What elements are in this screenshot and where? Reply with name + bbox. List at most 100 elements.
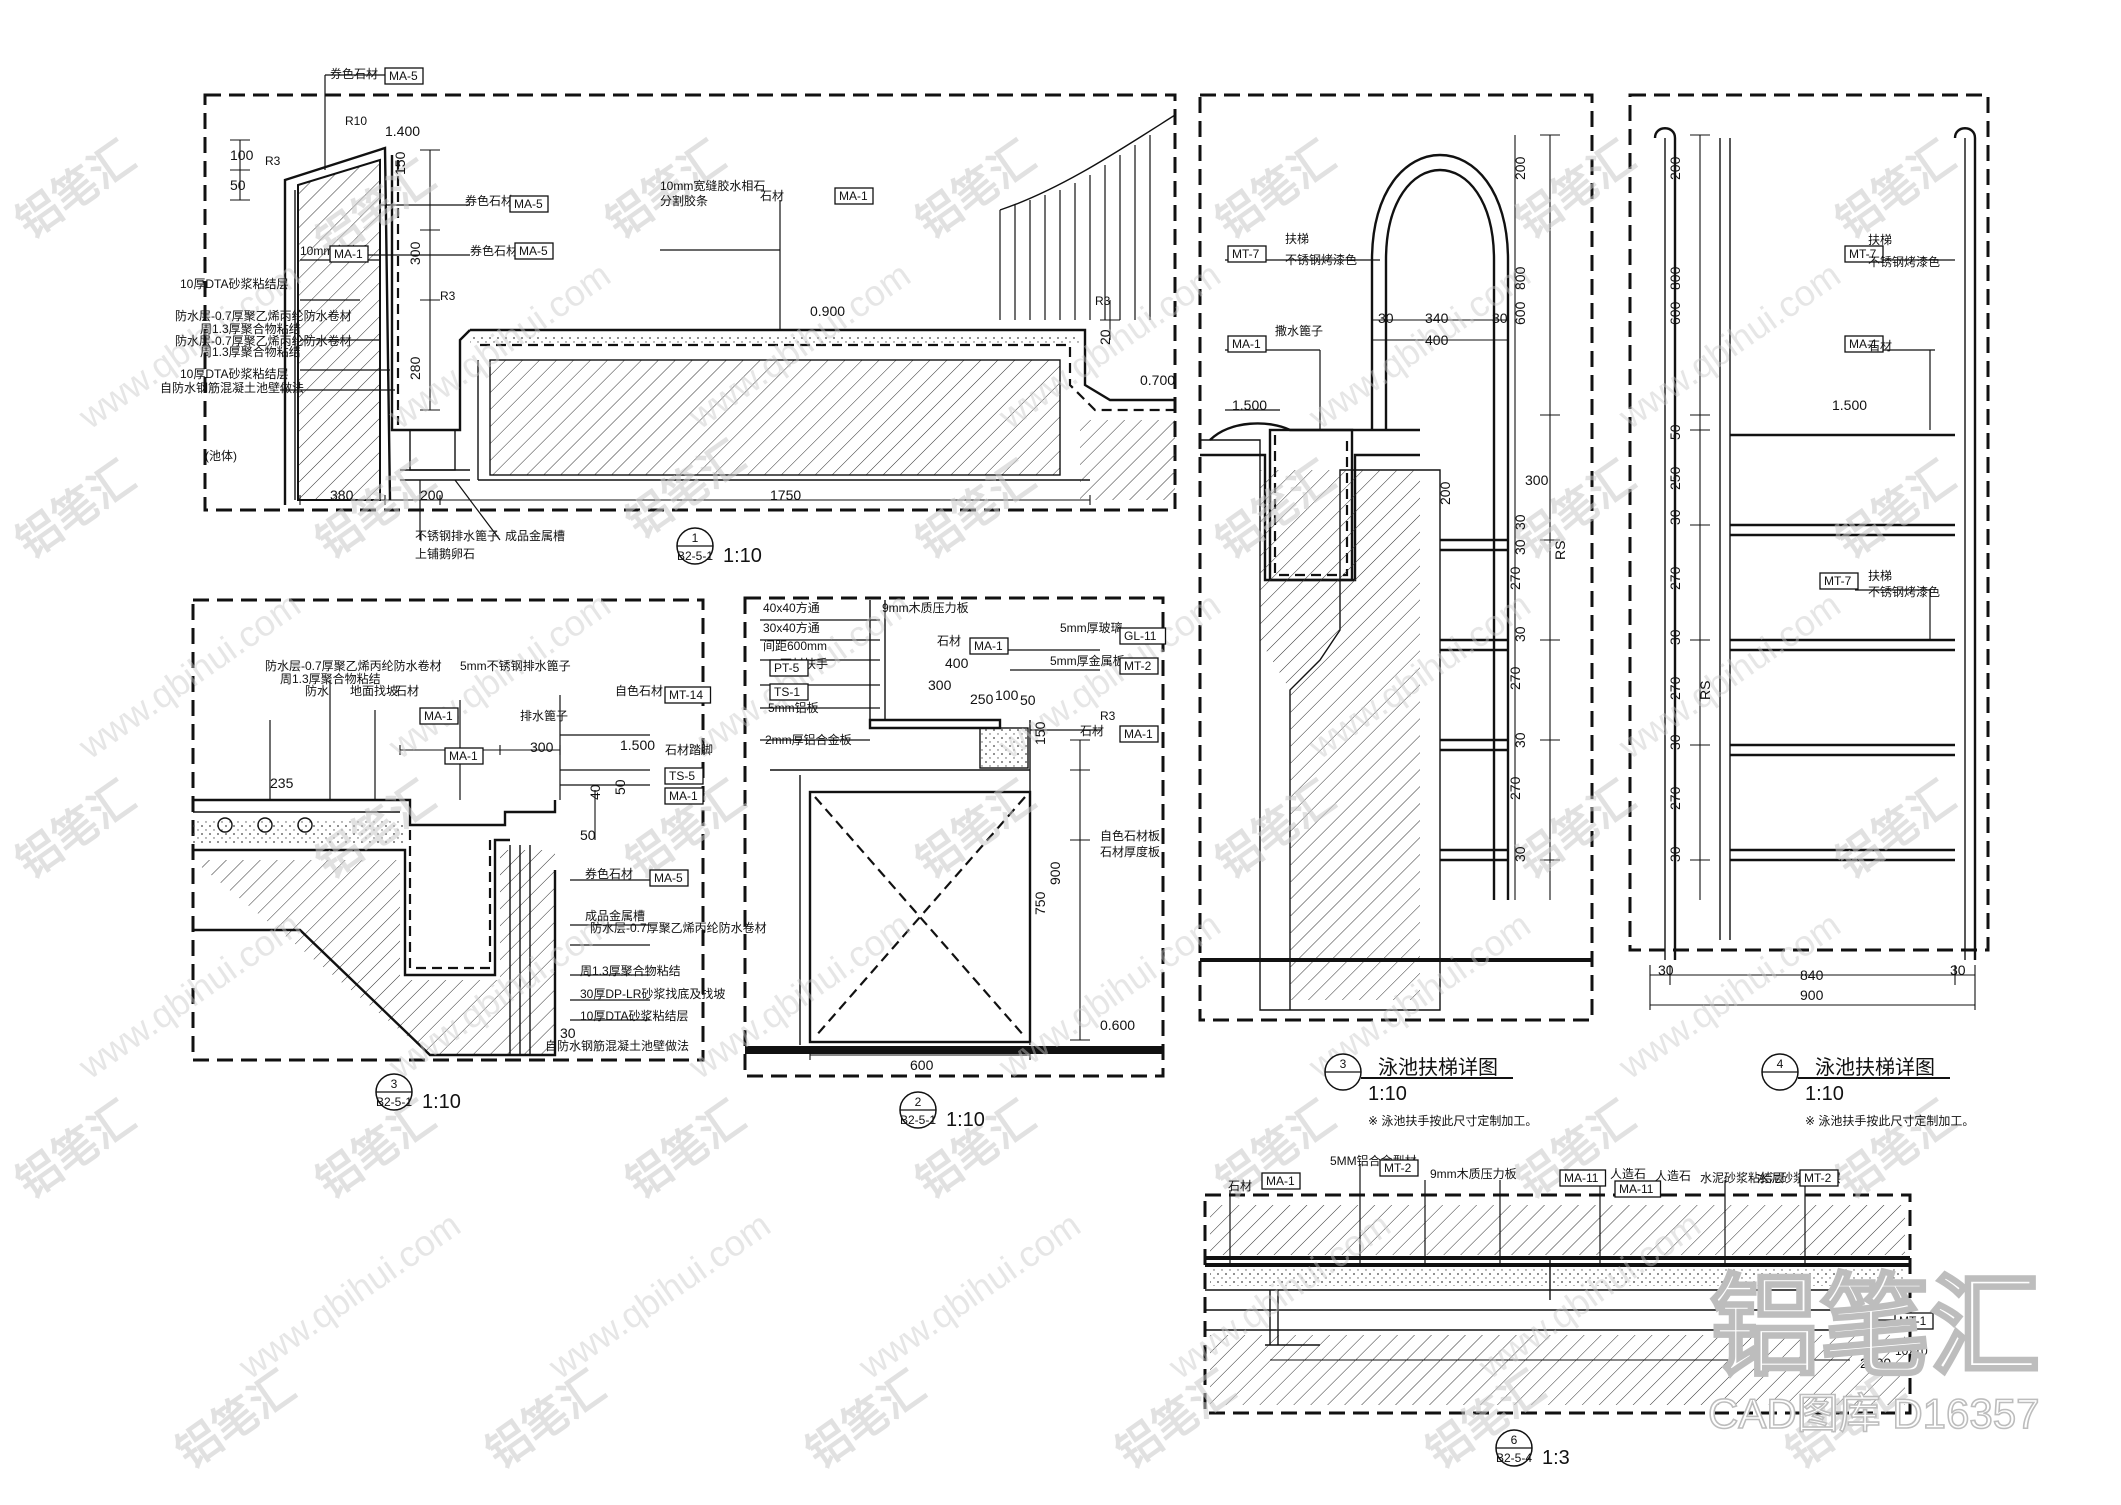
detail-scale: 1:3	[1542, 1447, 1570, 1469]
material-tag: MA-1	[1119, 725, 1159, 743]
dimension-label: 200	[1512, 156, 1528, 180]
dimension-label: 270	[1667, 676, 1683, 700]
ladder-elevation-detail	[1628, 93, 1990, 1010]
note-label: 防水层-0.7厚聚乙烯丙纶防水卷材	[175, 308, 352, 323]
dimension-label: 400	[1425, 332, 1449, 348]
dimension-label: 1.400	[385, 123, 420, 139]
detail-2-frame	[743, 596, 1165, 1078]
dimension-label: 200	[1667, 156, 1683, 180]
dimension-label: 30	[1512, 846, 1528, 862]
note-label: 5mm厚玻璃	[1060, 621, 1123, 635]
note-label: 防水层-0.7厚聚乙烯丙纶防水卷材	[590, 920, 767, 935]
note-label: 10x10	[1895, 1344, 1928, 1358]
note-label: 40x40方通	[763, 600, 820, 615]
material-tag: MA-1	[834, 187, 874, 205]
material-tag: MA-1	[329, 245, 369, 263]
dimension-label: 8	[0, 0, 8, 3]
watermark-url: www.qbihui.com	[1610, 254, 1847, 437]
catalog-number: CAD图库 D16357	[1708, 1390, 2039, 1437]
material-tag: MT-2	[1119, 657, 1159, 675]
dimension-label: 40	[587, 784, 603, 800]
note-label: 撒水篦子	[1275, 323, 1323, 338]
note-label: 扶梯	[1285, 231, 1309, 246]
watermark-brand: 铝笔汇	[1208, 132, 1344, 248]
dimension-label: 30	[1658, 962, 1674, 978]
material-tag: MA-11	[1614, 1180, 1662, 1198]
dimension-label: 340	[1425, 310, 1449, 326]
watermark-brand: 铝笔汇	[1508, 132, 1644, 248]
callout-sheet: B2-5-1	[900, 1113, 936, 1127]
dimension-label: 100	[995, 687, 1019, 703]
ladder-section-frame	[1198, 93, 1594, 1022]
ladder-elevation-frame	[1628, 93, 1990, 952]
note-label: 10mm宽缝胶水相石	[660, 178, 765, 193]
material-tag: MT-7	[1844, 245, 1884, 263]
material-tag: MA-11	[1559, 1169, 1607, 1187]
dimension-label: 30	[1667, 629, 1683, 645]
dimension-label: 270	[1507, 776, 1523, 800]
material-tag: TS-1	[769, 683, 809, 701]
material-tag: MA-5	[509, 195, 549, 213]
dimension-label: 300	[407, 241, 423, 265]
dimension-label: 250	[1667, 466, 1683, 490]
note-label: 周1.3厚聚合物粘结	[580, 963, 681, 978]
dimension-label: 1.500	[1832, 397, 1867, 413]
note-label: 周1.3厚聚合物粘结	[200, 321, 301, 336]
note-label: 间距600mm	[763, 639, 827, 653]
svg-text:TS-1: TS-1	[774, 685, 800, 699]
dimension-label: 900	[1047, 861, 1063, 885]
detail-6-frame	[1203, 1193, 1912, 1415]
detail-note: ※ 泳池扶手按此尺寸定制加工。	[1805, 1113, 1974, 1128]
dimension-label: 380	[330, 487, 354, 503]
dimension-label: 1750	[770, 487, 801, 503]
note-label: 自防水钢筋混凝土池壁做法	[160, 380, 304, 395]
note-label: 石材	[937, 634, 961, 648]
svg-text:MA-5: MA-5	[389, 69, 418, 83]
svg-text:MT-14: MT-14	[669, 688, 703, 702]
note-label: R3	[1100, 709, 1116, 723]
material-tag: MT-7	[1227, 245, 1267, 263]
dimension-label: 30	[1512, 732, 1528, 748]
svg-text:MA-1: MA-1	[1124, 727, 1153, 741]
watermark-brand: 铝笔汇	[1828, 1092, 1964, 1208]
detail-title: 泳池扶梯详图	[1378, 1056, 1498, 1079]
note-label: 成品金属槽	[505, 528, 565, 543]
dimension-label: 30	[1950, 962, 1966, 978]
note-label: 不锈钢烤漆色	[1285, 252, 1357, 267]
svg-text:MA-1: MA-1	[1266, 1174, 1295, 1188]
material-tag: PT-5	[769, 659, 809, 677]
watermark-url: www.qbihui.com	[1300, 254, 1537, 437]
callout-sheet: B2-5-4	[1496, 1451, 1532, 1465]
svg-text:MT-7: MT-7	[1849, 247, 1877, 261]
pool-body-hatch	[489, 359, 1061, 476]
svg-text:MA-11: MA-11	[1619, 1182, 1654, 1196]
watermark-brand: 铝笔汇	[8, 772, 144, 888]
material-tag: MA-1	[444, 747, 484, 765]
detail-3-section	[191, 598, 705, 1062]
dimension-label: 800	[1512, 266, 1528, 290]
watermark-brand: 铝笔汇	[1508, 452, 1644, 568]
note-label: 自色石材板	[1100, 829, 1160, 843]
svg-text:MA-1: MA-1	[1849, 337, 1878, 351]
detail3-annotations: 防水层-0.7厚聚乙烯丙纶防水卷材周1.3厚聚合物粘结5mm不锈钢排水篦子自色石…	[0, 0, 767, 1053]
note-label: 10厚DTA砂浆粘结层	[580, 1008, 688, 1023]
watermark-url: www.qbihui.com	[850, 1204, 1087, 1387]
dimension-label: 750	[1032, 891, 1048, 915]
dimension-label: 900	[1800, 987, 1824, 1003]
note-label: 防水层-0.7厚聚乙烯丙纶防水卷材	[175, 333, 352, 348]
note-label: 券色石材	[585, 866, 633, 881]
dimension-label: 50	[230, 177, 246, 193]
dimension-label: 600	[1512, 301, 1528, 325]
note-label: 人造石	[1655, 1169, 1691, 1183]
detail-scale: 1:10	[946, 1109, 985, 1131]
watermark-url: www.qbihui.com	[1610, 584, 1847, 767]
watermark-url: www.qbihui.com	[230, 1204, 467, 1387]
dimension-label: 250	[970, 691, 994, 707]
watermark-brand: 铝笔汇	[908, 772, 1044, 888]
